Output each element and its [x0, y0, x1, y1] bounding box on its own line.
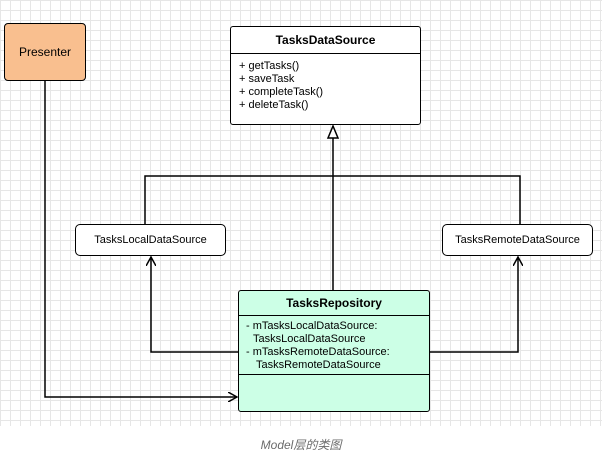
presenter-label: Presenter [18, 45, 72, 59]
attribute-line: TasksRemoteDataSource [256, 359, 381, 371]
tasks-data-source-methods: + getTasks() + saveTask + completeTask()… [231, 54, 420, 112]
tasks-remote-data-source-label: TasksRemoteDataSource [455, 234, 580, 246]
tasks-remote-data-source-box: TasksRemoteDataSource [442, 224, 593, 256]
association-line-remote [430, 257, 518, 353]
attribute-line: - mTasksLocalDataSource: [246, 320, 378, 332]
tasks-repository-class: TasksRepository - mTasksLocalDataSource:… [238, 290, 430, 412]
method-item: + completeTask() [239, 86, 324, 98]
association-line-local [151, 257, 238, 353]
association-line-presenter [44, 81, 237, 397]
inheritance-line-remote [333, 175, 521, 224]
inheritance-line-local [144, 175, 333, 224]
inheritance-arrowhead [326, 124, 340, 139]
attribute-line: TasksLocalDataSource [253, 333, 366, 345]
method-item: + getTasks() [239, 60, 300, 72]
tasks-repository-attributes: - mTasksLocalDataSource: TasksLocalDataS… [239, 316, 429, 375]
tasks-repository-title: TasksRepository [239, 291, 429, 316]
connector-lines [44, 81, 602, 426]
tasks-data-source-title: TasksDataSource [231, 27, 420, 54]
presenter-box: Presenter [4, 23, 86, 81]
diagram-canvas: Presenter TasksDataSource + getTasks() +… [0, 0, 602, 426]
figure-caption: Model层的类图 [260, 438, 342, 452]
method-item: + saveTask [239, 73, 295, 85]
tasks-local-data-source-box: TasksLocalDataSource [75, 224, 226, 256]
tasks-local-data-source-label: TasksLocalDataSource [94, 234, 207, 246]
tasks-data-source-class: TasksDataSource + getTasks() + saveTask … [230, 26, 421, 125]
attribute-line: - mTasksRemoteDataSource: [246, 346, 390, 358]
method-item: + deleteTask() [239, 99, 309, 111]
